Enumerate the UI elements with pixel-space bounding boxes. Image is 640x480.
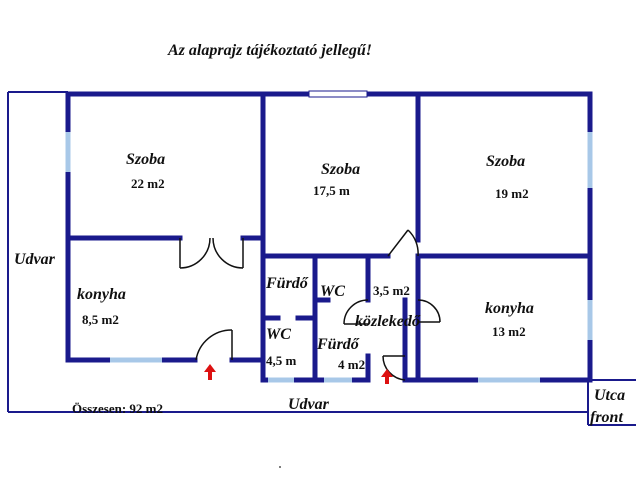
room-wc-1-name: WC [266, 326, 291, 343]
doors [179, 229, 441, 381]
plan-title: Az alaprajz tájékoztató jellegű! [167, 42, 372, 59]
room-konyha-1-area: 8,5 m2 [82, 312, 119, 327]
outer-boundary [7, 91, 636, 426]
room-szoba-1-area: 22 m2 [131, 176, 165, 191]
room-szoba-1-name: Szoba [126, 151, 165, 168]
label-front: front [590, 409, 623, 426]
room-konyha-2-area: 13 m2 [492, 324, 526, 339]
room-furdo-1-name: Fürdő [265, 275, 309, 292]
dot-mark [279, 466, 281, 468]
room-kozlekedo-area: 3,5 m2 [373, 283, 410, 298]
room-furdo-2-name: Fürdő [316, 336, 360, 353]
windows [65, 132, 593, 383]
entrance-arrow-right [381, 369, 393, 384]
room-szoba-2-area: 17,5 m [313, 183, 350, 198]
total-area: Összesen: 92 m2 [72, 401, 163, 416]
room-kozlekedo-name: közlekedő [355, 313, 421, 330]
label-udvar-bottom: Udvar [288, 396, 330, 413]
room-wc-1-area: 4,5 m [266, 353, 297, 368]
top-window [308, 90, 368, 98]
room-szoba-3-area: 19 m2 [495, 186, 529, 201]
room-wc-2-name: WC [320, 283, 345, 300]
label-udvar-left: Udvar [14, 251, 56, 268]
room-furdo-2-area: 4 m2 [338, 357, 365, 372]
entrance-arrow-left [204, 364, 216, 380]
label-utca: Utca [594, 387, 625, 404]
room-szoba-2-name: Szoba [321, 161, 360, 178]
room-szoba-3-name: Szoba [486, 153, 525, 170]
room-konyha-2-name: konyha [485, 300, 534, 317]
room-konyha-1-name: konyha [77, 286, 126, 303]
